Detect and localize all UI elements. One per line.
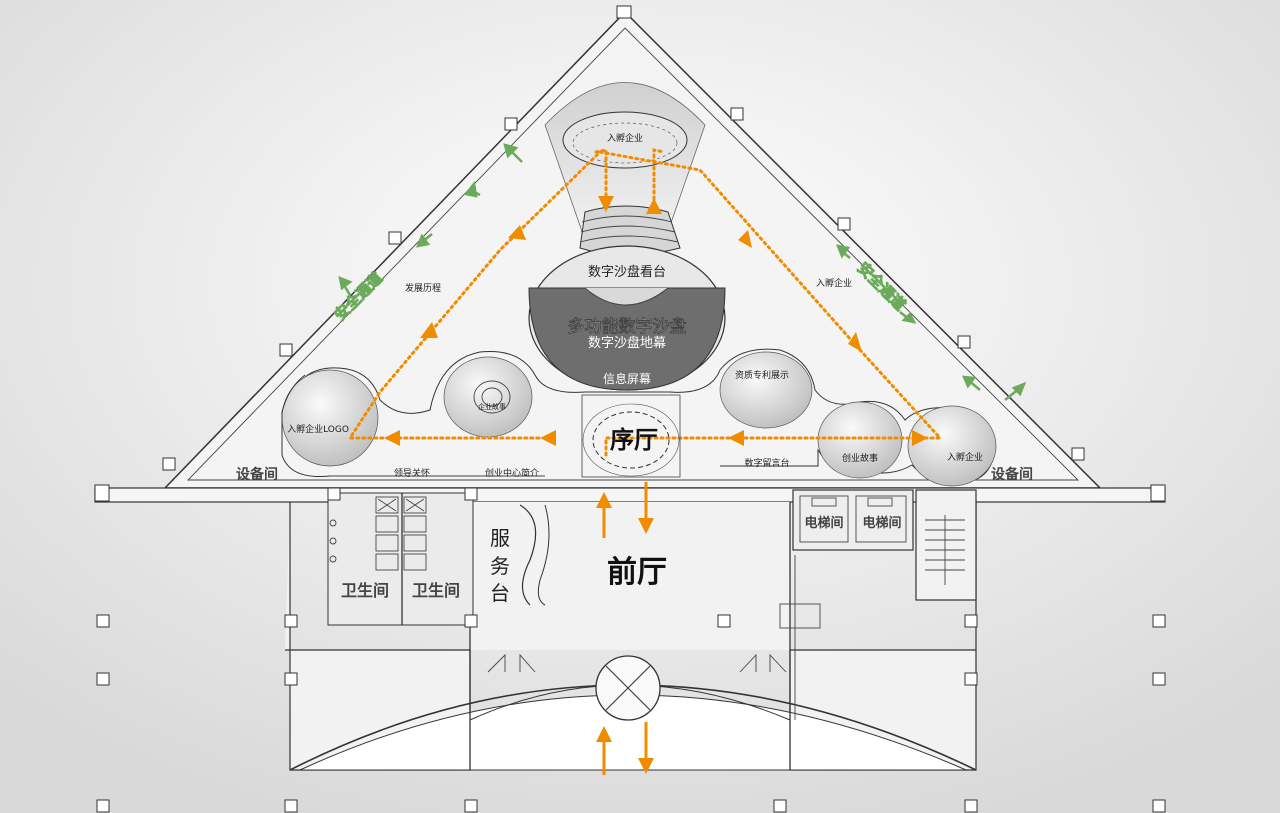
front-hall-label: 前厅 (607, 555, 667, 590)
restroom-2-label: 卫生间 (412, 581, 460, 600)
multi-sandtable-label: 多功能数字沙盘 (568, 316, 687, 337)
visitor-flow (347, 148, 944, 457)
flow-arrow (728, 430, 744, 446)
flow-arrow (598, 196, 614, 212)
wall-post (730, 107, 744, 121)
startup-story-label: 创业故事 (842, 452, 878, 464)
wall-post (1071, 447, 1085, 461)
elevator-1-label: 电梯间 (804, 515, 843, 531)
equipment-left-label: 设备间 (236, 466, 278, 483)
center-intro-label: 创业中心简介 (485, 467, 539, 479)
small-circle-label: 企业故事 (478, 402, 506, 411)
prelude-hall: 序厅 (581, 394, 681, 478)
flow-arrow (384, 430, 400, 446)
wall-post (162, 457, 176, 471)
wall-post (388, 231, 402, 245)
flow-arrow (540, 430, 556, 446)
lower-building (94, 484, 1166, 771)
sandtable-stand-label: 数字沙盘看台 (588, 264, 666, 280)
leader-care-label: 领导关怀 (394, 467, 430, 479)
wall-post (504, 117, 518, 131)
patent-label: 资质专利展示 (735, 369, 789, 381)
elevator-2-label: 电梯间 (862, 515, 901, 531)
entrance-arrows (596, 482, 654, 775)
sandtable-screen-label: 数字沙盘地幕 (588, 335, 666, 351)
incubator-br-label: 入孵企业 (947, 451, 983, 463)
dev-history-label: 发展历程 (405, 282, 441, 294)
restroom-1-label: 卫生间 (341, 581, 389, 600)
wall-post (957, 335, 971, 349)
wall-post (279, 343, 293, 357)
stairwell (915, 489, 977, 601)
sandtable-zone: 数字沙盘看台 多功能数字沙盘 数字沙盘地幕 信息屏幕 (528, 245, 726, 391)
incubator-right-label: 入孵企业 (816, 277, 852, 289)
flow-arrow (420, 322, 438, 338)
wall-post (837, 217, 851, 231)
service-desk-char-1: 服 (490, 526, 510, 550)
sandtable-stand (579, 205, 681, 256)
flow-arrow (508, 225, 526, 240)
restrooms: 卫生间 卫生间 (327, 492, 474, 626)
stairs (925, 515, 965, 585)
wall-post (616, 5, 632, 19)
columns (96, 487, 1166, 813)
info-screen-label: 信息屏幕 (603, 371, 651, 386)
elevators: 电梯间 电梯间 (779, 489, 977, 629)
incubator-top-zone: 入孵企业 (544, 82, 706, 241)
service-desk: 服 务 台 (490, 504, 550, 606)
stalls (375, 496, 427, 571)
digital-message-label: 数字留言台 (744, 457, 789, 469)
service-desk-char-2: 务 (490, 554, 510, 578)
flow-arrow (646, 198, 662, 214)
incubator-logo-label: 入孵企业LOGO (287, 423, 349, 435)
flow-arrow (912, 430, 928, 446)
flow-arrow (848, 332, 862, 352)
flow-arrow (738, 230, 752, 248)
service-desk-char-3: 台 (490, 581, 510, 605)
incubator-top-label: 入孵企业 (607, 132, 643, 144)
safety-arrows (338, 143, 1027, 401)
equipment-right-label: 设备间 (991, 466, 1033, 483)
prelude-hall-label: 序厅 (610, 426, 658, 454)
